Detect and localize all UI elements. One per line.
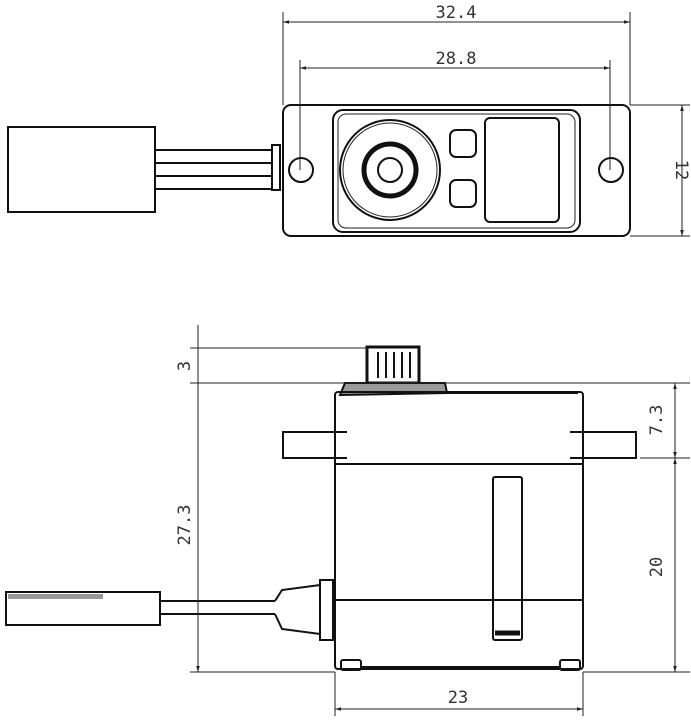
- connector-side: [5, 591, 161, 626]
- dimension-flange-to-top: 7.3: [640, 383, 690, 459]
- strain-relief: [274, 583, 321, 636]
- case-outline: [332, 109, 581, 233]
- wire-grommet-side: [319, 579, 334, 641]
- top-cap: [338, 382, 449, 397]
- top-view: 32.4 28.8 12: [7, 3, 691, 237]
- dim-label-32-4: 32.4: [436, 3, 477, 23]
- side-view: 3 27.3 7.3 20 23: [5, 325, 690, 716]
- connector-top: [7, 126, 156, 213]
- dim-label-7-3: 7.3: [647, 405, 667, 436]
- dim-label-12: 12: [671, 160, 691, 180]
- button-upper: [449, 129, 477, 158]
- dimension-overall-length: 32.4: [282, 3, 631, 105]
- flange-left: [282, 431, 347, 459]
- dim-label-27-3: 27.3: [175, 505, 195, 546]
- dimension-spline-height: 3: [175, 347, 690, 384]
- flange-right: [570, 431, 637, 459]
- output-spline: [361, 141, 419, 199]
- mount-hole-left: [288, 157, 314, 183]
- spline-teeth: [377, 352, 411, 378]
- dim-label-23: 23: [448, 688, 468, 708]
- dimension-body-width: 23: [334, 672, 584, 716]
- wire-grommet-top: [271, 144, 281, 191]
- gear-housing-inner: [342, 122, 438, 218]
- output-gear-housing: [339, 119, 441, 221]
- spline-hub: [377, 157, 403, 183]
- servo-body-top: [282, 104, 631, 237]
- dimension-width: 12: [630, 104, 691, 237]
- dim-label-20: 20: [647, 557, 667, 577]
- case-inner-outline: [337, 113, 576, 229]
- dimension-flange-to-bottom: 20: [583, 458, 690, 673]
- label-window: [484, 117, 560, 223]
- connector-latch: [8, 594, 103, 599]
- side-label-slot: [492, 476, 523, 641]
- mount-hole-right: [598, 157, 624, 183]
- dimension-total-height: 27.3: [175, 325, 335, 673]
- dim-label-28-8: 28.8: [436, 49, 477, 69]
- button-lower: [449, 179, 477, 208]
- bottom-feet: [340, 659, 581, 671]
- dimension-hole-spacing: 28.8: [299, 49, 611, 170]
- dim-label-3: 3: [175, 361, 195, 371]
- servo-wires-top: [155, 149, 272, 190]
- servo-body-side: [334, 391, 584, 670]
